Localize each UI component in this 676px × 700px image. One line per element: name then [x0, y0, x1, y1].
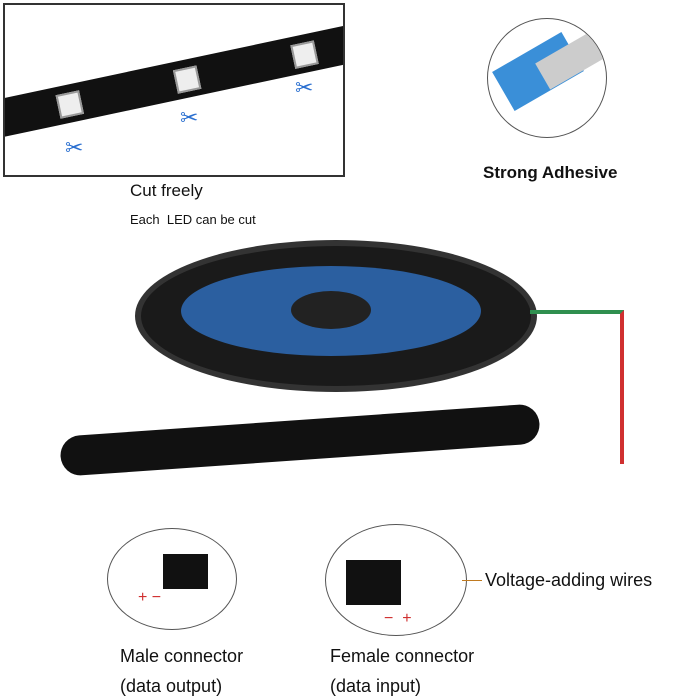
cut-subtitle: Each LED can be cut: [130, 212, 256, 227]
male-connector-sublabel: (data output): [120, 676, 223, 696]
led-strip-closeup: [5, 16, 343, 142]
male-connector-image: + −: [107, 528, 237, 630]
led-strip: [59, 403, 541, 477]
cut-illustration: ✂ ✂ ✂: [3, 3, 345, 177]
led-reel: [135, 240, 537, 392]
cut-title: Cut freely: [130, 181, 203, 200]
female-connector-sublabel: (data input): [330, 676, 422, 696]
female-connector-label: Female connector: [330, 646, 475, 666]
male-connector-label: Male connector: [120, 646, 244, 666]
female-connector-image: − +: [325, 524, 467, 636]
wires-label: Voltage-adding wires: [485, 570, 653, 590]
wires: [530, 310, 624, 464]
adhesive-label: Strong Adhesive: [483, 163, 618, 182]
adhesive-image: [487, 18, 607, 138]
scissors-icon: ✂: [180, 105, 199, 130]
scissors-icon: ✂: [295, 75, 314, 100]
scissors-icon: ✂: [65, 135, 84, 160]
